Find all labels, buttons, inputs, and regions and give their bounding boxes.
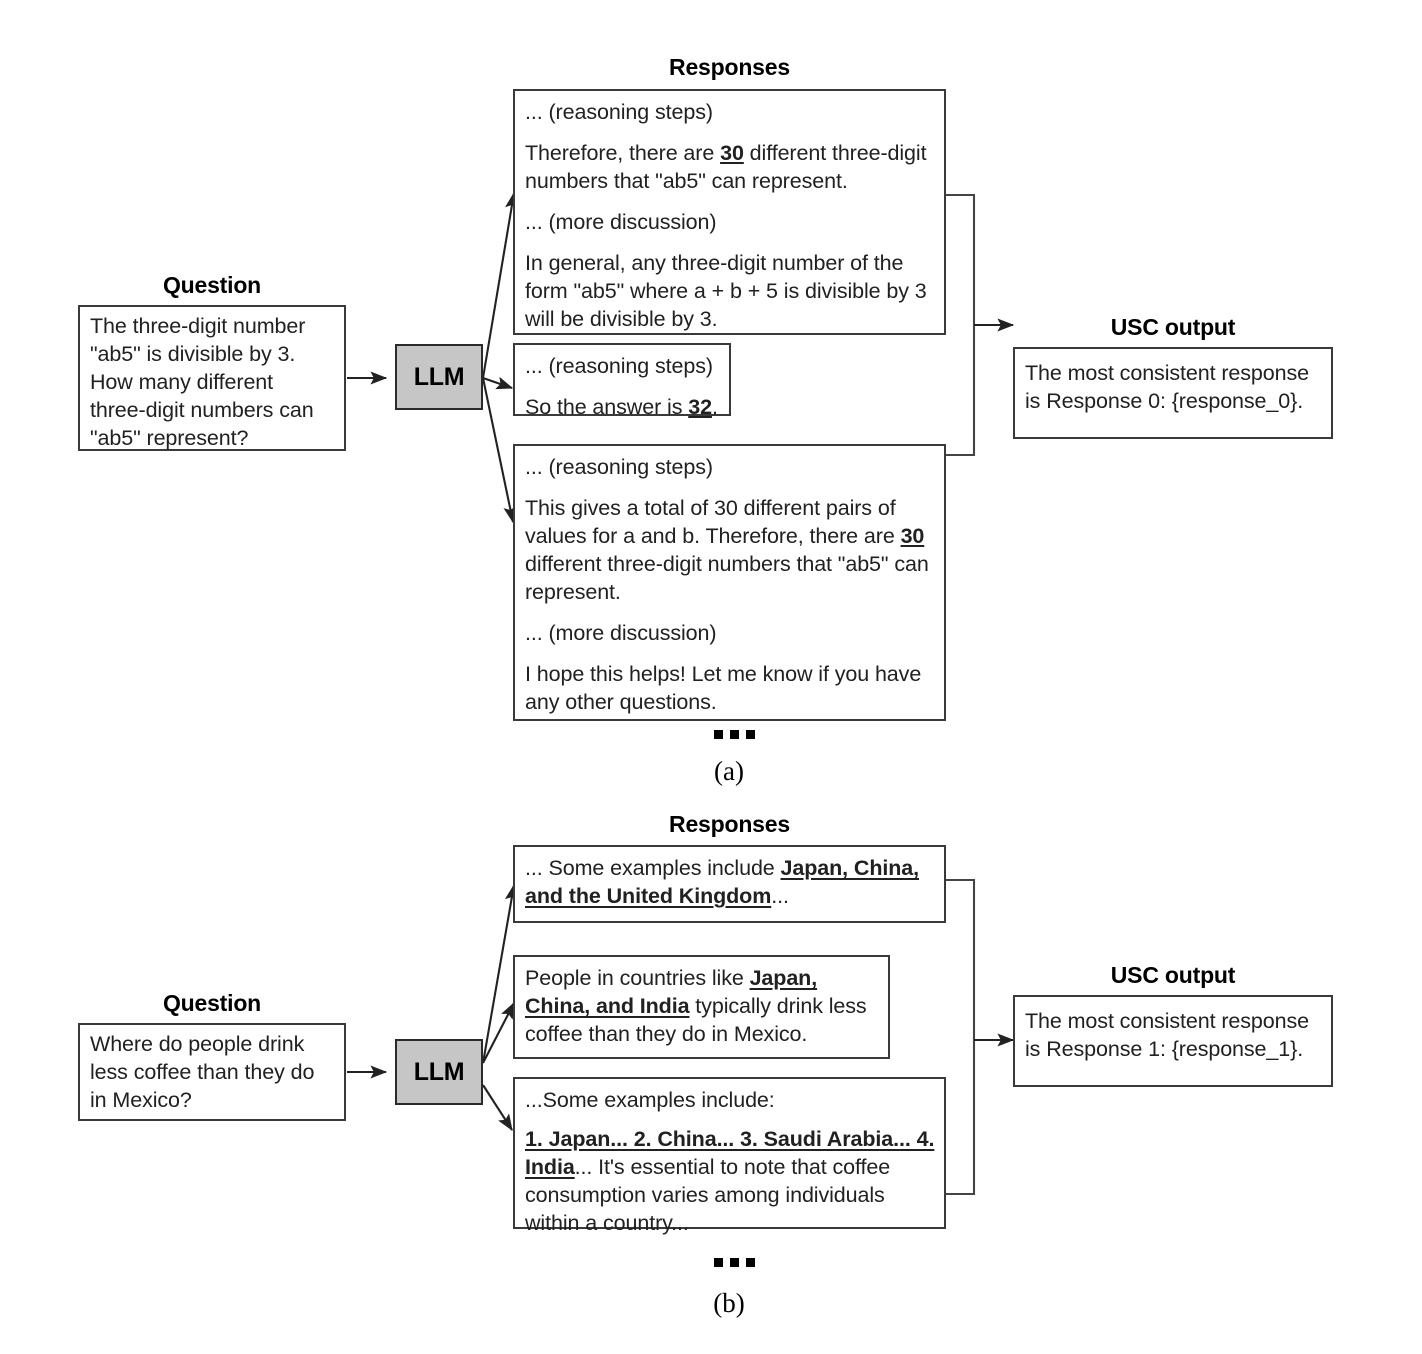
usc-output-line-1: The most consistent response <box>1025 361 1310 385</box>
highlight-answer-30: 30 <box>720 140 744 165</box>
question-line-1: Where do people drink <box>90 1032 305 1056</box>
response-box-a-0: ... (reasoning steps) Therefore, there a… <box>513 89 946 335</box>
question-line-2: "ab5" is divisible by 3. <box>90 341 296 366</box>
response-box-b-0: ... Some examples include Japan, China, … <box>513 845 946 923</box>
response-a2-line-4: I hope this helps! Let me know if you ha… <box>525 661 922 714</box>
llm-box-b: LLM <box>395 1039 483 1105</box>
response-a0-line-2: Therefore, there are 30 different three-… <box>525 140 935 196</box>
response-box-a-2: ... (reasoning steps) This gives a total… <box>513 444 946 721</box>
usc-header-a: USC output <box>1110 314 1236 340</box>
response-a2-line-3: ... (more discussion) <box>525 620 717 645</box>
response-a2-line-2: This gives a total of 30 different pairs… <box>525 495 935 607</box>
usc-header-b: USC output <box>1110 962 1236 988</box>
response-b1-text-post: typically drink less coffee than they do… <box>525 993 867 1046</box>
panel-label-a: (a) <box>714 756 744 786</box>
response-b1-text-pre: People in countries like <box>525 966 750 990</box>
question-line-1: The three-digit number <box>90 314 306 338</box>
arrow-llm-to-response-b2 <box>482 1084 513 1132</box>
response-a1-line-1: ... (reasoning steps) <box>525 354 713 378</box>
response-a2-line-1: ... (reasoning steps) <box>525 455 713 479</box>
response-a1-text-pre: So the answer is <box>525 394 689 419</box>
question-box-b: Where do people drink less coffee than t… <box>78 1023 346 1121</box>
question-header-b: Question <box>162 990 262 1016</box>
responses-header-a: Responses <box>669 54 790 80</box>
response-b2-line-2: 1. Japan... 2. China... 3. Saudi Arabia.… <box>525 1126 935 1238</box>
response-b2-text-post: ... It's essential to note that coffee c… <box>525 1154 891 1235</box>
response-a1-text-post: . <box>711 394 718 419</box>
response-b1-line: People in countries like Japan, China, a… <box>525 965 879 1049</box>
usc-output-line-2: is Response 1: {response_1}. <box>1025 1036 1304 1061</box>
highlight-answer-32: 32 <box>688 394 712 419</box>
usc-output-line-2: is Response 0: {response_0}. <box>1025 388 1304 413</box>
usc-output-box-b: The most consistent response is Response… <box>1013 995 1333 1087</box>
response-a1-line-2: So the answer is 32. <box>525 394 720 422</box>
question-line-4: three-digit numbers can <box>90 397 314 422</box>
llm-label: LLM <box>413 1057 465 1086</box>
question-box-a: The three-digit number "ab5" is divisibl… <box>78 305 346 451</box>
arrow-llm-to-response-b1 <box>482 1001 515 1064</box>
arrow-llm-to-response-b0 <box>481 883 518 1064</box>
usc-output-box-a: The most consistent response is Response… <box>1013 347 1333 439</box>
response-a2-text-post: different three-digit numbers that "ab5"… <box>525 551 929 604</box>
response-box-a-1: ... (reasoning steps) So the answer is 3… <box>513 343 731 419</box>
response-a0-text-pre: Therefore, there are <box>525 140 721 165</box>
usc-output-line-1: The most consistent response <box>1025 1009 1310 1033</box>
question-line-3: in Mexico? <box>90 1087 192 1112</box>
question-header-a: Question <box>162 272 262 298</box>
highlight-countries-b1: Japan, China, and India <box>525 966 818 1018</box>
arrow-llm-to-response-a1 <box>482 376 514 390</box>
llm-label: LLM <box>413 362 465 391</box>
response-a2-text-pre: This gives a total of 30 different pairs… <box>525 495 901 548</box>
question-line-2: less coffee than they do <box>90 1059 315 1084</box>
response-a0-line-1: ... (reasoning steps) <box>525 100 713 124</box>
response-b2-line-1: ...Some examples include: <box>525 1088 775 1112</box>
question-line-3: How many different <box>90 369 274 394</box>
question-line-5: "ab5" represent? <box>90 425 249 450</box>
response-b0-line: ... Some examples include Japan, China, … <box>525 855 935 911</box>
response-a0-line-3: ... (more discussion) <box>525 209 717 234</box>
response-a0-text-post: different three-digit numbers that "ab5"… <box>525 140 927 193</box>
ellipsis-marker-a <box>714 730 755 739</box>
arrow-llm-to-response-a2 <box>481 377 517 524</box>
response-a0-line-4: In general, any three-digit number of th… <box>525 250 927 331</box>
panel-label-b: (b) <box>713 1288 745 1318</box>
response-b0-text-post: ... <box>771 883 789 908</box>
bracket-responses-a <box>946 193 976 457</box>
arrow-llm-to-response-a0 <box>481 191 518 379</box>
bracket-responses-b <box>946 878 976 1196</box>
llm-box-a: LLM <box>395 344 483 410</box>
highlight-answer-30-b: 30 <box>900 523 925 548</box>
responses-header-b: Responses <box>669 811 790 837</box>
highlight-countries-b2: 1. Japan... 2. China... 3. Saudi Arabia.… <box>525 1126 935 1179</box>
ellipsis-marker-b <box>714 1258 755 1267</box>
response-box-b-2: ...Some examples include: 1. Japan... 2.… <box>513 1077 946 1235</box>
highlight-countries-b0: Japan, China, and the United Kingdom <box>525 856 920 908</box>
response-b0-text-pre: ... Some examples include <box>525 856 781 880</box>
response-box-b-1: People in countries like Japan, China, a… <box>513 955 890 1059</box>
